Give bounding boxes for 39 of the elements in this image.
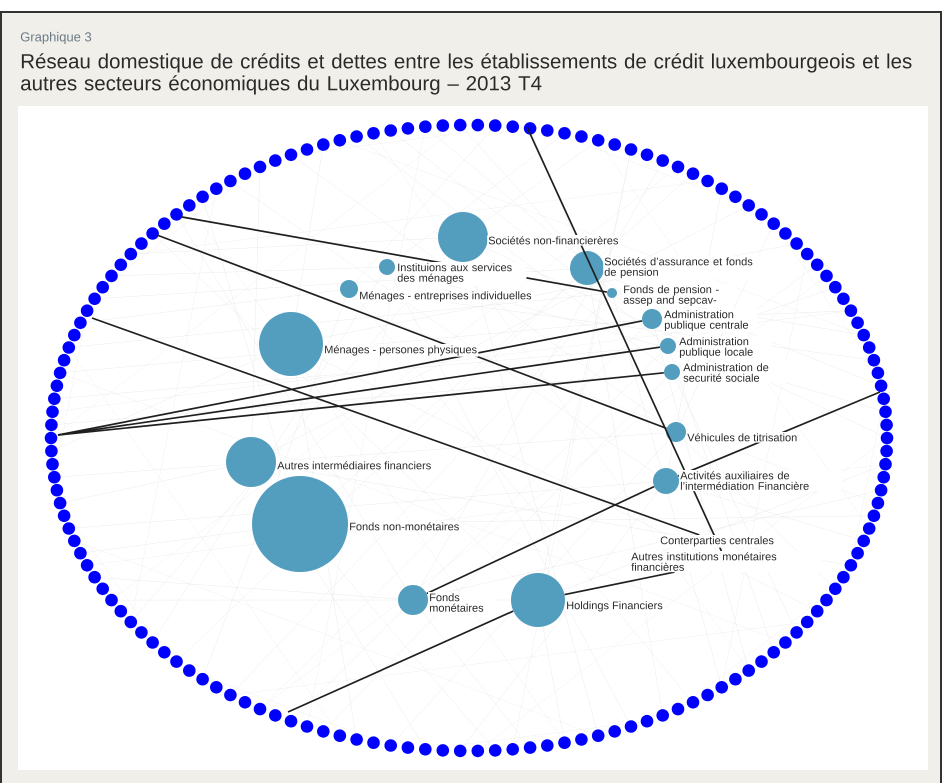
figure-number: Graphique 3 <box>20 32 92 44</box>
labelled-bubble: Fonds de pension - assep and sepcav- <box>607 284 734 307</box>
sector-label: Autres institutions monétaires financières <box>630 551 822 572</box>
node-label: Administration publique centrale <box>664 310 748 331</box>
link-line <box>92 317 700 536</box>
link-line <box>426 486 654 594</box>
labelled-bubble: Instituions aux services des ménages <box>379 259 526 285</box>
link-line <box>58 346 660 436</box>
labelled-bubble: Administration publique centrale <box>642 309 758 332</box>
sector-label: Conterparties centrales <box>659 535 775 548</box>
node-label: Ménages - persones physiques <box>325 345 477 356</box>
link-line <box>564 571 675 596</box>
link-line <box>156 234 667 430</box>
labelled-bubble: Sociétés d’assurance et fonds de pension <box>570 251 764 285</box>
node-label: Fonds non-monétaires <box>350 522 459 530</box>
labelled-bubble: Autres intermédiaires financiers <box>226 437 432 487</box>
labelled-bubble: Activités auxiliaires de l’intermédiation Financière <box>653 468 842 494</box>
labelled-bubble: Véhicules de titrisation <box>666 422 798 442</box>
node-label: Activités auxiliaires de l’intermédiation Financière <box>680 471 809 490</box>
node-label: Fonds de pension - assep and sepcav- <box>624 285 719 306</box>
node-label: Véhicules de titrisation <box>687 433 797 442</box>
node-label: Holdings Financiers <box>567 601 662 612</box>
node-label: Sociétés non-financierères <box>488 236 618 244</box>
link-line <box>58 372 664 436</box>
node-label: Administration de securité sociale <box>683 363 768 382</box>
node-label: Fonds monétaires <box>430 593 484 612</box>
node-label: Ménages - entreprises individuelles <box>360 291 532 302</box>
labelled-bubble: Administration de securité sociale <box>664 362 792 383</box>
node-label: Autres intermédiaires financiers <box>277 461 431 470</box>
labelled-bubble: Holdings Financiers <box>511 573 664 627</box>
link-line <box>526 126 722 552</box>
labelled-bubble: Ménages - persones physiques <box>259 312 478 376</box>
node-label: Administration publique locale <box>679 337 753 358</box>
labelled-bubble: Administration publique locale <box>660 336 772 359</box>
link-line <box>288 610 514 713</box>
labelled-bubble: Fonds non-monétaires <box>252 476 460 572</box>
labelled-bubble: Fonds monétaires <box>398 585 494 615</box>
link-line <box>58 320 642 436</box>
title: Réseau domestique de crédits et dettes entre les établissements de crédit luxembourgeois et les autres secteurs économiques du Luxembourg – 2013 T4 <box>21 53 912 95</box>
